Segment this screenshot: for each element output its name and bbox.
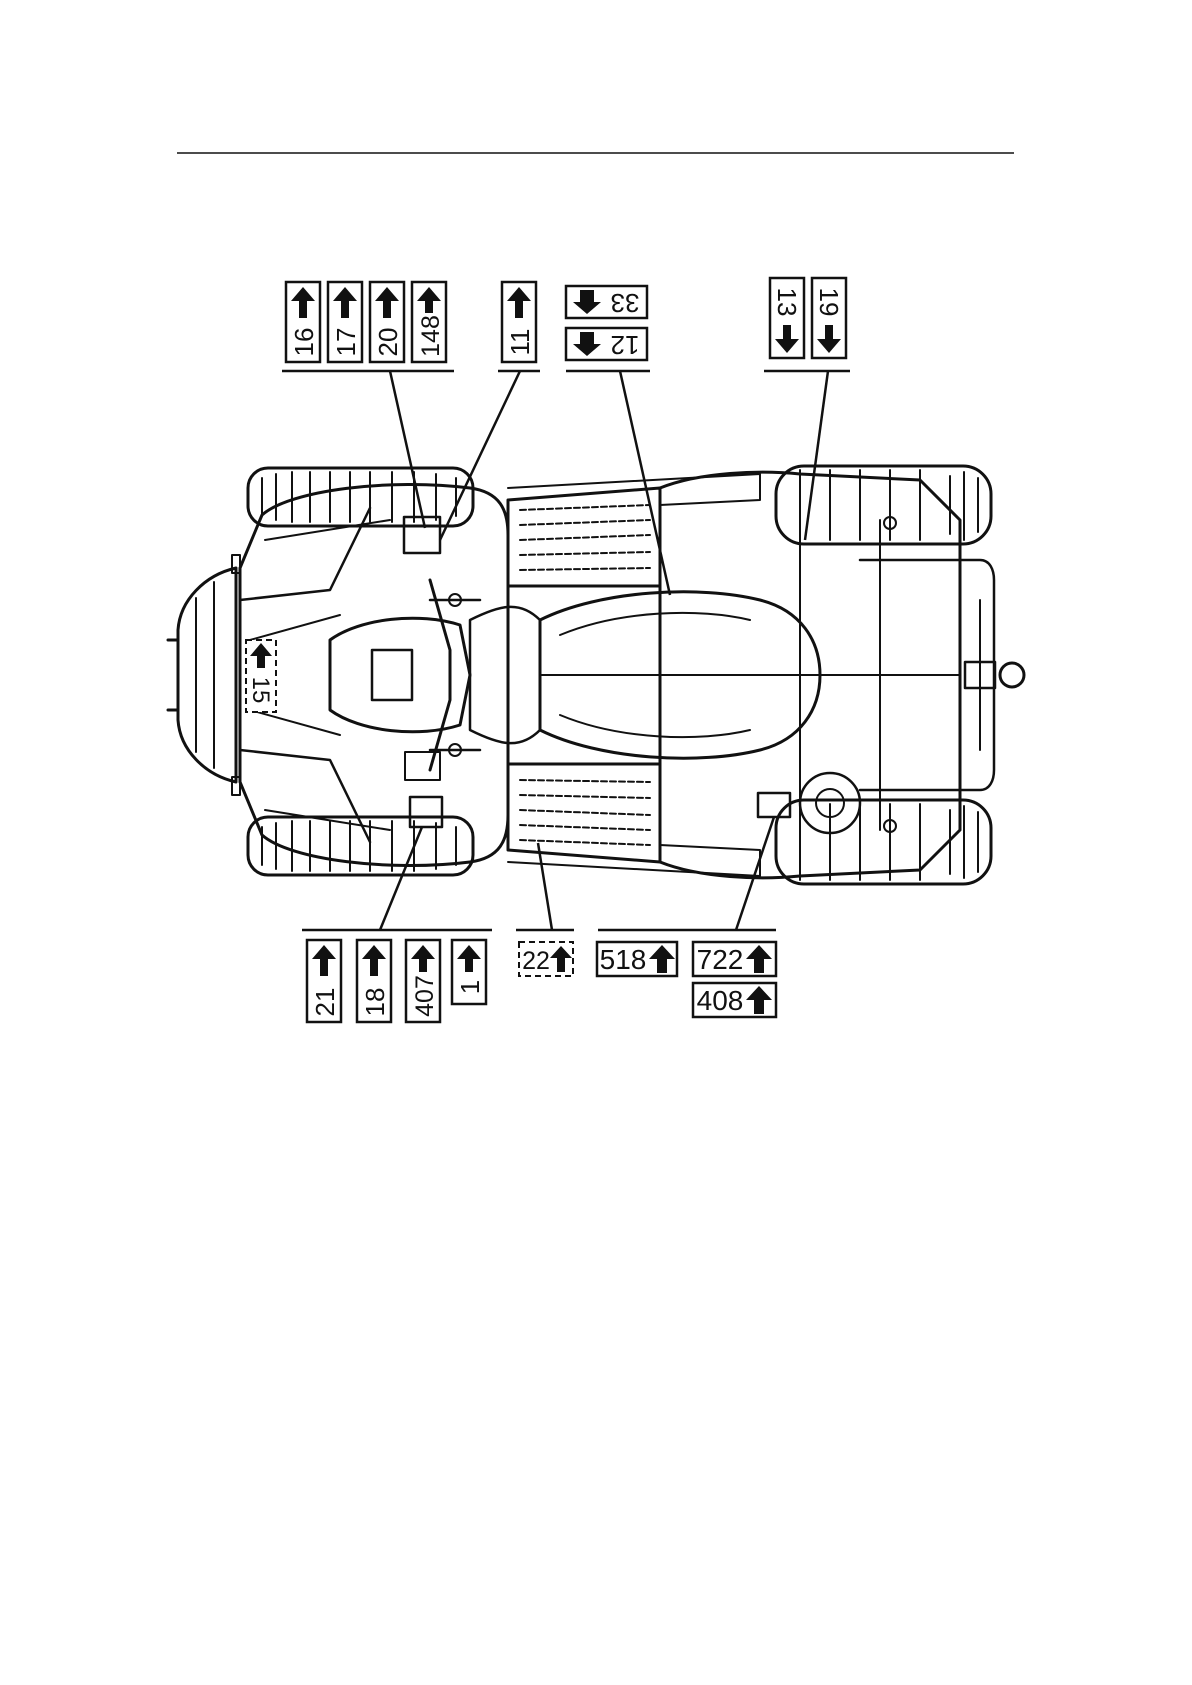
label-722: 722	[693, 942, 776, 976]
atv-top-view	[168, 466, 1024, 884]
label-text: 13	[772, 288, 802, 317]
label-408: 408	[693, 983, 776, 1017]
label-text: 16	[289, 328, 319, 357]
label-22: 22	[519, 942, 573, 976]
label-boxes: 16 17 20 148 11 33	[246, 278, 846, 1022]
label-17: 17	[328, 282, 362, 362]
label-13: 13	[770, 278, 804, 358]
label-text: 21	[310, 988, 340, 1017]
label-text: 18	[360, 988, 390, 1017]
label-21: 21	[307, 940, 341, 1022]
label-518: 518	[597, 942, 677, 976]
spot-front-rack-top	[404, 517, 440, 553]
label-text: 33	[611, 288, 640, 318]
label-148: 148	[412, 282, 446, 362]
front-fenders	[240, 484, 508, 865]
label-text: 19	[814, 288, 844, 317]
tow-hitch	[965, 662, 1024, 688]
label-407: 407	[406, 940, 440, 1022]
handlebar-cockpit	[330, 580, 480, 780]
footwell-left	[508, 488, 660, 586]
label-11: 11	[502, 282, 536, 362]
label-18: 18	[357, 940, 391, 1022]
label-text: 11	[505, 329, 535, 356]
front-bumper	[178, 568, 236, 782]
label-20: 20	[370, 282, 404, 362]
leader-lines	[282, 371, 850, 930]
label-text: 1	[455, 980, 485, 994]
label-19: 19	[812, 278, 846, 358]
label-text: 722	[697, 944, 744, 975]
label-33: 33	[566, 286, 647, 318]
label-1: 1	[452, 940, 486, 1004]
spot-rear-fender-bottom	[758, 793, 790, 817]
label-12: 12	[566, 328, 647, 360]
label-text: 17	[331, 328, 361, 357]
label-text: 408	[697, 985, 744, 1016]
label-text: 20	[373, 328, 403, 357]
label-text: 148	[417, 315, 445, 357]
footwell-right	[508, 764, 660, 862]
label-text: 22	[522, 947, 550, 975]
label-15: 15	[246, 640, 276, 712]
label-16: 16	[286, 282, 320, 362]
label-text: 407	[411, 975, 439, 1017]
label-text: 518	[600, 944, 647, 975]
label-text: 15	[247, 677, 274, 704]
label-text: 12	[611, 330, 640, 360]
